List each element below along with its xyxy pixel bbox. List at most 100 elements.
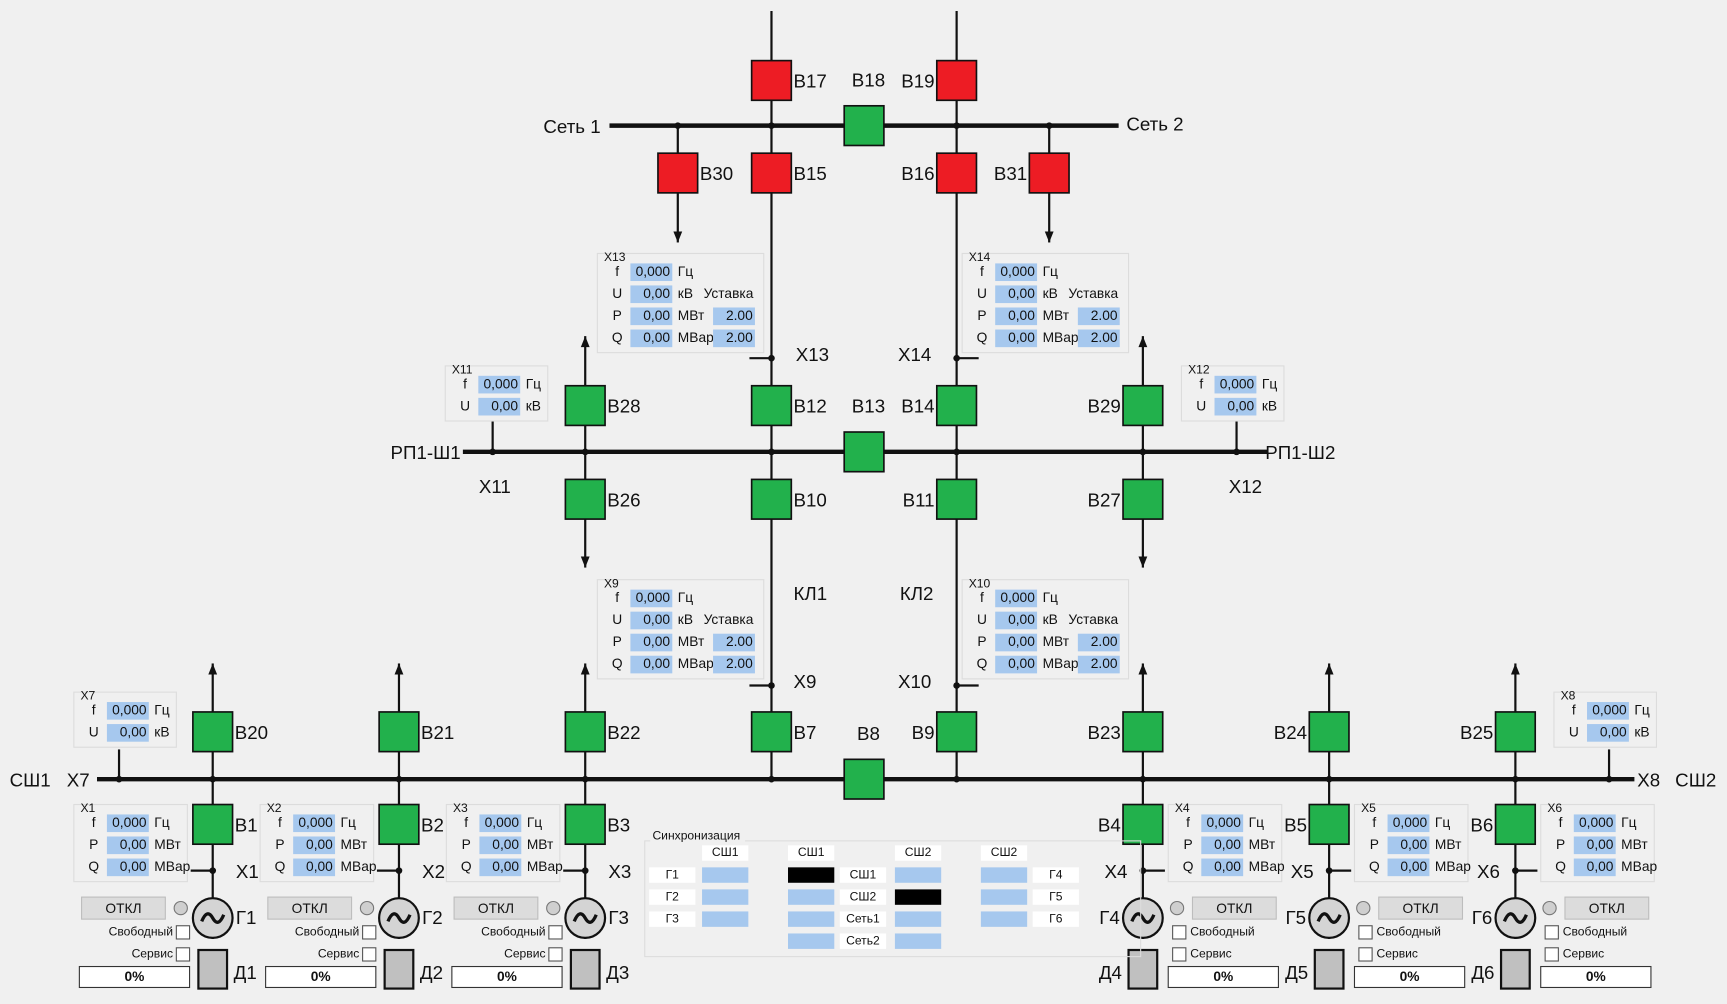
breaker-closed[interactable] — [564, 478, 606, 520]
param-value: 0,00 — [1008, 656, 1035, 671]
junction-label-x12: X12 — [1229, 476, 1262, 497]
breaker-closed[interactable] — [564, 711, 606, 753]
param-value: 0,00 — [492, 837, 519, 852]
param-value: 0,00 — [1587, 837, 1614, 852]
breaker-open[interactable] — [935, 152, 978, 194]
breaker-closed[interactable] — [935, 384, 978, 427]
breaker-closed[interactable] — [935, 478, 978, 520]
breaker-closed[interactable] — [750, 384, 793, 427]
trip-button[interactable] — [1564, 896, 1650, 920]
breaker-closed[interactable] — [1494, 711, 1537, 753]
breaker-closed[interactable] — [843, 431, 885, 473]
trip-button[interactable] — [267, 896, 353, 920]
arrow-up-icon — [1138, 663, 1148, 675]
breaker-open[interactable] — [750, 59, 793, 102]
setpoint-field[interactable] — [1077, 307, 1120, 326]
setpoint-field[interactable] — [1077, 633, 1120, 652]
param-label: P — [275, 837, 284, 852]
setpoint-header: Уставка — [1068, 286, 1118, 301]
param-value: 0,00 — [1008, 612, 1035, 627]
breaker-closed[interactable] — [192, 803, 234, 846]
trip-button[interactable] — [1191, 896, 1277, 920]
junction-label: X3 — [608, 861, 631, 882]
panel-frame — [259, 803, 375, 883]
panel-frame — [1353, 803, 1469, 883]
value-field — [630, 285, 673, 304]
breaker-label: В8 — [857, 723, 880, 744]
value-field — [995, 589, 1038, 608]
param-label: P — [613, 308, 622, 323]
breaker-open[interactable] — [1028, 152, 1070, 194]
param-value: 0,00 — [1400, 837, 1427, 852]
breaker-closed[interactable] — [843, 104, 885, 147]
junction-label-x13: X13 — [796, 344, 829, 365]
setpoint-field[interactable] — [713, 655, 755, 674]
service-mode-checkbox[interactable] — [548, 947, 563, 962]
panel-frame — [596, 252, 765, 354]
free-mode-checkbox[interactable] — [1358, 925, 1373, 940]
param-label: f — [980, 264, 984, 279]
breaker-closed[interactable] — [935, 711, 978, 753]
param-label: Q — [977, 330, 988, 345]
service-mode-label: Сервис — [1377, 947, 1418, 961]
trip-button[interactable] — [1378, 896, 1464, 920]
breaker-closed[interactable] — [564, 803, 606, 846]
param-value: 0,00 — [491, 398, 518, 413]
param-value: 0,00 — [120, 837, 147, 852]
breaker-label: В14 — [901, 396, 934, 417]
value-field — [630, 611, 673, 630]
trip-button[interactable] — [453, 896, 539, 920]
free-mode-checkbox[interactable] — [548, 925, 563, 940]
breaker-open[interactable] — [935, 59, 978, 102]
param-value: 0,000 — [1207, 815, 1242, 830]
service-mode-checkbox[interactable] — [1544, 947, 1559, 962]
breaker-open[interactable] — [750, 152, 793, 194]
value-field — [479, 836, 522, 855]
sync-row-label: Г1 — [666, 867, 680, 881]
service-mode-checkbox[interactable] — [1358, 947, 1373, 962]
breaker-closed[interactable] — [1122, 478, 1164, 520]
param-unit: кВ — [154, 725, 169, 740]
setpoint-field[interactable] — [713, 633, 755, 652]
breaker-closed[interactable] — [1122, 803, 1164, 846]
service-mode-checkbox[interactable] — [1172, 947, 1187, 962]
trip-button[interactable] — [81, 896, 166, 920]
setpoint-field[interactable] — [1077, 655, 1120, 674]
setpoint-header: Уставка — [704, 286, 754, 301]
breaker-closed[interactable] — [378, 711, 420, 753]
sync-indicator-active — [894, 889, 942, 905]
breaker-closed[interactable] — [192, 711, 234, 753]
breaker-closed[interactable] — [564, 384, 606, 427]
breaker-closed[interactable] — [1494, 803, 1537, 846]
ac-sine-icon — [386, 912, 412, 924]
free-mode-checkbox[interactable] — [1544, 925, 1559, 940]
panel-frame — [1540, 803, 1655, 883]
service-mode-checkbox[interactable] — [362, 947, 377, 962]
param-unit: МВт — [1043, 308, 1070, 323]
setpoint-field[interactable] — [1077, 329, 1120, 348]
setpoint-field[interactable] — [713, 307, 755, 326]
breaker-closed[interactable] — [750, 478, 793, 520]
breaker-closed[interactable] — [1308, 711, 1350, 753]
junction-label-x8: X8 — [1637, 769, 1660, 790]
breaker-closed[interactable] — [1122, 384, 1164, 427]
status-lamp-icon — [1542, 900, 1557, 916]
free-mode-checkbox[interactable] — [1172, 925, 1187, 940]
breaker-closed[interactable] — [843, 758, 885, 800]
value-field — [1573, 858, 1616, 877]
free-mode-checkbox[interactable] — [175, 925, 191, 940]
breaker-closed[interactable] — [750, 711, 793, 753]
breaker-closed[interactable] — [1308, 803, 1350, 846]
breaker-closed[interactable] — [378, 803, 420, 846]
setpoint-header: Уставка — [1068, 612, 1118, 627]
breaker-closed[interactable] — [1122, 711, 1164, 753]
breaker-open[interactable] — [657, 152, 699, 194]
param-value: 0,000 — [1220, 376, 1255, 391]
service-mode-checkbox[interactable] — [175, 947, 191, 962]
setpoint-field[interactable] — [713, 329, 755, 348]
value-field — [478, 375, 521, 394]
free-mode-checkbox[interactable] — [362, 925, 377, 940]
value-field — [293, 814, 336, 833]
